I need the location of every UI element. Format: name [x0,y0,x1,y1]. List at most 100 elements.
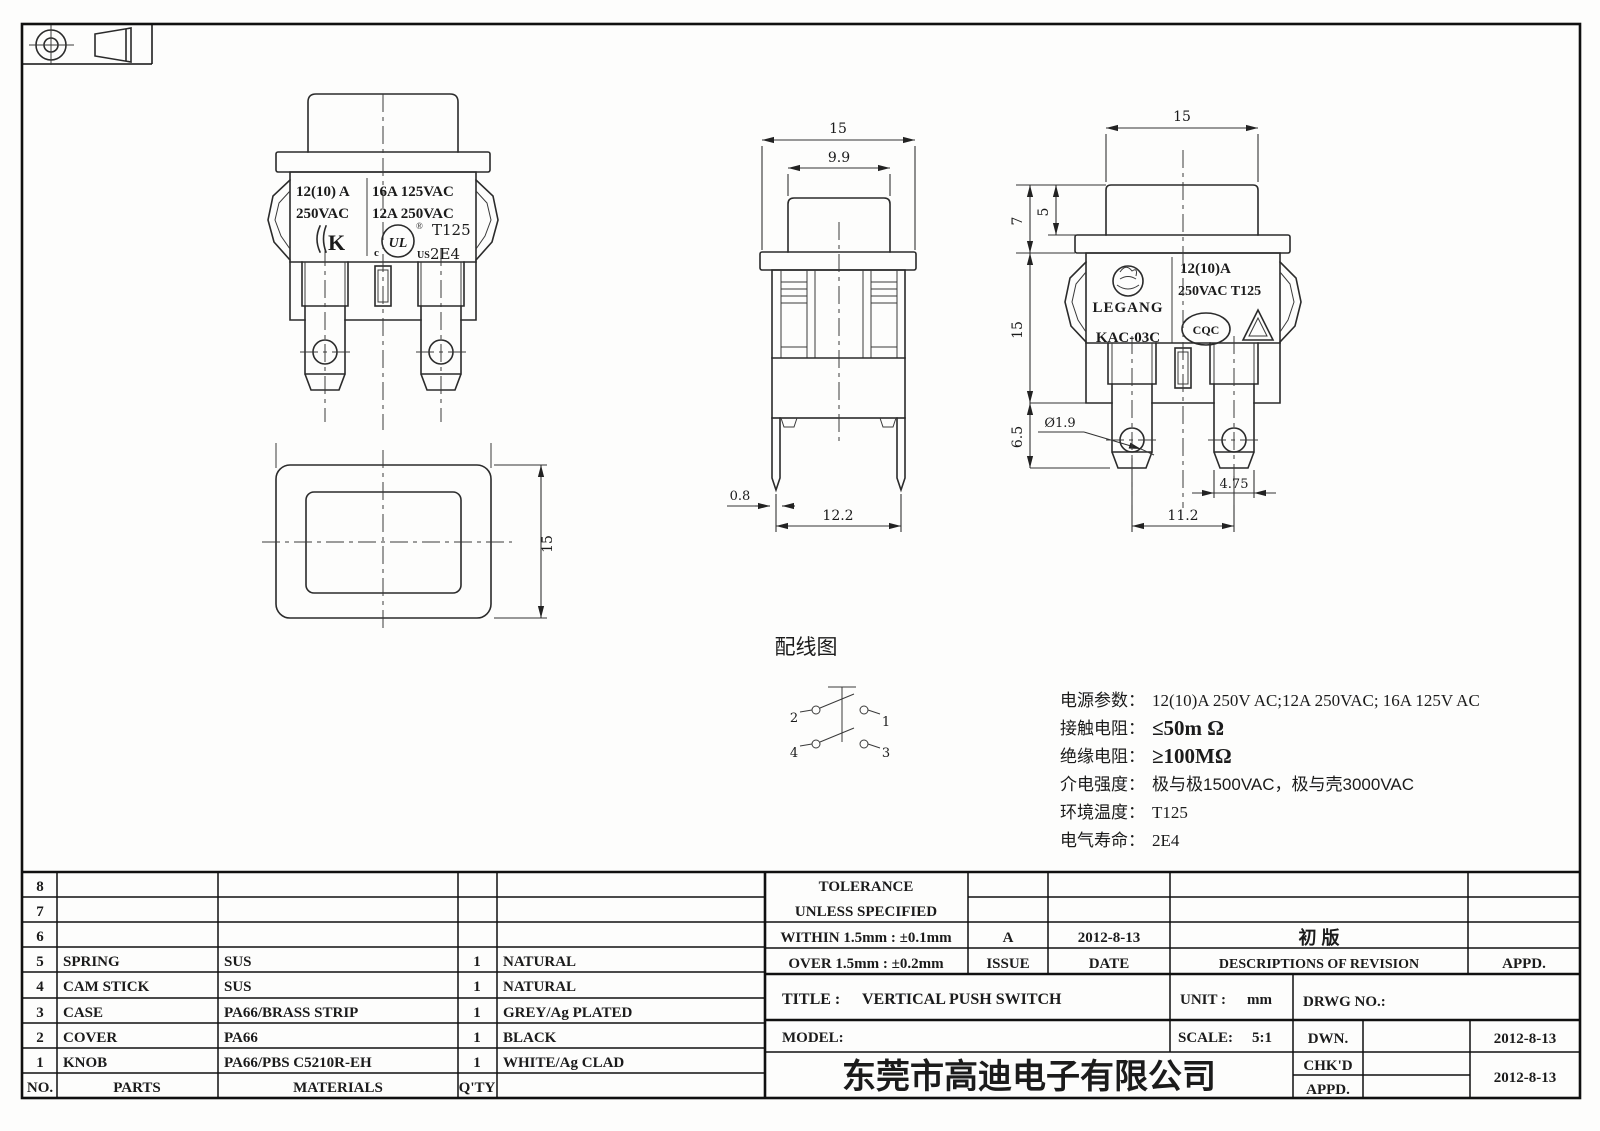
bottom-view: 15 [262,443,556,632]
model-text: KAC-03C [1096,330,1160,346]
title-value: VERTICAL PUSH SWITCH [862,991,1062,1008]
front-t-rating: T125 [432,221,471,239]
bom-no: 3 [36,1005,44,1021]
warning-triangle-icon [1241,308,1275,341]
ul-mark-icon: UL ® c US [374,221,430,261]
bom-materials: PA66/BRASS STRIP [224,1005,358,1021]
dim-pin-span: 12.2 [822,508,853,524]
bom-qty: 1 [473,1055,481,1071]
dim-pin-width: 0.8 [730,489,751,504]
bom-header-parts: PARTS [113,1080,161,1096]
svg-text:K: K [328,230,345,255]
tolerance-over: OVER 1.5mm : ±0.2mm [788,956,944,972]
unit-value: mm [1247,992,1272,1008]
title-label: TITLE : [782,991,840,1008]
company-name: 东莞市高迪电子有限公司 [842,1057,1216,1096]
scale-label: SCALE: [1178,1030,1233,1046]
chkd-date: 2012-8-13 [1494,1070,1557,1086]
tolerance-line-2: UNLESS SPECIFIED [795,904,937,920]
front-view: 12(10) A 250VAC K 16A 125VAC 12A 250VAC … [267,93,499,430]
bom-color: GREY/Ag PLATED [503,1005,632,1021]
dwn-label: DWN. [1308,1031,1349,1047]
front-rating-right-2: 12A 250VAC [372,206,454,222]
bom-no: 4 [36,979,44,995]
title-block: TOLERANCE UNLESS SPECIFIED WITHIN 1.5mm … [780,879,1556,1098]
dim-knob-height: 5 [1036,208,1052,217]
appd-label: APPD. [1306,1082,1350,1098]
bom-qty: 1 [473,1005,481,1021]
bom-header-qty: Q'TY [459,1080,496,1096]
bom-no: 8 [36,879,44,895]
tolerance-within: WITHIN 1.5mm : ±0.1mm [780,930,952,946]
issue-label: ISSUE [986,956,1029,972]
tolerance-line-1: TOLERANCE [819,879,914,895]
bom-parts: COVER [63,1030,117,1046]
issue-date: 2012-8-13 [1078,930,1141,946]
dim-right-width: 15 [1173,109,1191,125]
bom-qty: 1 [473,1030,481,1046]
first-angle-target-icon [29,25,74,65]
spec-label: 介电强度： [1060,775,1145,794]
bom-no: 7 [36,904,44,920]
spec-label: 环境温度： [1060,803,1145,822]
bom-parts: CASE [63,1005,103,1021]
terminal-1-label: 1 [882,715,890,730]
bom-table: 8 7 6 5 SPRING SUS 1 NATURAL 4 CAM STICK… [27,879,633,1096]
drwg-no-label: DRWG NO.: [1303,994,1386,1010]
terminal-2-label: 2 [790,711,798,726]
solder-pins [771,417,906,493]
cqc-mark-icon: CQC [1181,312,1231,346]
bom-header-materials: MATERIALS [293,1080,383,1096]
spec-label: 电源参数： [1060,691,1145,710]
terminal-3-label: 3 [882,746,890,761]
bom-parts: CAM STICK [63,979,150,995]
knob-outline [1105,184,1259,236]
spec-value: 2E4 [1152,831,1180,850]
right-rating-2: 250VAC T125 [1178,284,1261,299]
front-rating-left-2: 250VAC [296,206,349,222]
bom-materials: SUS [224,979,252,995]
svg-text:UL: UL [389,236,408,251]
flange-outline [759,251,917,271]
bom-color: NATURAL [503,979,576,995]
right-rating-1: 12(10)A [1180,261,1231,277]
centerline [262,450,512,632]
front-rating-left-1: 12(10) A [296,184,350,200]
chkd-label: CHK'D [1303,1058,1352,1074]
spec-label: 电气寿命： [1060,831,1145,850]
date-label: DATE [1089,956,1130,972]
svg-text:US: US [417,250,430,261]
side-clip [474,178,499,262]
bom-header-no: NO. [27,1080,54,1096]
spec-label: 绝缘电阻： [1060,747,1145,766]
dim-side-button: 9.9 [828,150,850,166]
revision-appd-header: APPD. [1502,956,1546,972]
bom-qty: 1 [473,979,481,995]
dim-tab-span: 11.2 [1167,508,1198,524]
bom-materials: SUS [224,954,252,970]
dim-head-height: 7 [1010,217,1026,226]
right-view: 15 7 5 15 6.5 LEGANG KAC-03C 12(1 [1010,109,1302,532]
unit-label: UNIT : [1180,992,1226,1008]
svg-text:CQC: CQC [1193,323,1220,337]
dim-bottom-height: 15 [540,535,556,553]
bom-parts: SPRING [63,954,120,970]
bom-color: BLACK [503,1030,557,1046]
revision-description: 初 版 [1298,927,1339,948]
bom-materials: PA66/PBS C5210R-EH [224,1055,372,1071]
bom-qty: 1 [473,954,481,970]
kc-mark-icon: K [316,224,345,255]
legang-logo-icon [1112,265,1144,297]
bom-color: NATURAL [503,954,576,970]
bom-no: 2 [36,1030,44,1046]
sheet-border [20,22,1582,1100]
revision-header: DESCRIPTIONS OF REVISION [1219,957,1419,972]
bom-no: 1 [36,1055,44,1071]
knob-outline [787,197,891,253]
projection-symbol-box [22,24,153,65]
terminal-4-label: 4 [790,746,798,761]
bom-no: 6 [36,929,44,945]
front-endurance: 2E4 [430,245,460,263]
